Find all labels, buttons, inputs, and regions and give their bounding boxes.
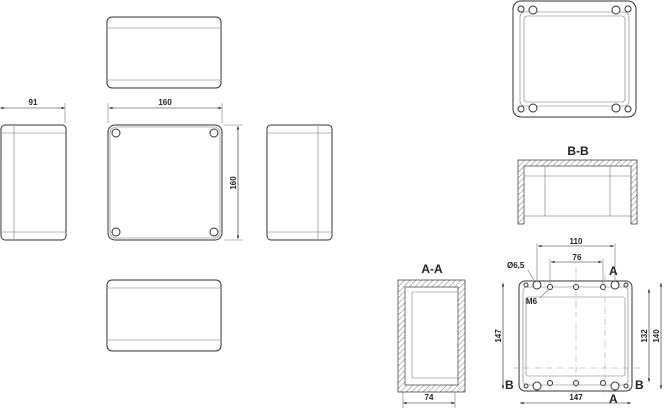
bottom-view	[106, 279, 222, 352]
section-marker-b-left: B	[505, 378, 514, 392]
section-marker-a-bottom: A	[609, 392, 618, 406]
section-bb-label: B-B	[567, 144, 589, 158]
right-side-view	[266, 124, 333, 241]
dim-front-height: 160	[229, 176, 238, 190]
section-aa: A-A 74	[397, 262, 466, 408]
dim-mount-outer: 110	[570, 237, 583, 246]
screw-icon	[111, 227, 121, 237]
base-plan-view	[512, 0, 637, 118]
screw-icon	[111, 128, 121, 138]
left-side-view: 91	[0, 98, 67, 241]
screw-icon	[209, 128, 219, 138]
thread-label: M6	[526, 297, 538, 306]
dim-plan-width: 147	[569, 393, 583, 402]
dim-plan-height: 147	[494, 329, 503, 343]
top-view	[106, 16, 222, 89]
hole-diameter-label: Ø6,5	[507, 261, 525, 270]
dim-inner-132: 132	[640, 329, 649, 343]
mount-holes	[523, 280, 629, 391]
mounting-plan-view: 110 76 Ø6,5 M6 147 132 140 147 A A B B	[494, 237, 663, 406]
section-bb: B-B	[517, 144, 638, 225]
section-marker-a-top: A	[609, 264, 618, 278]
dim-inner-140: 140	[652, 329, 661, 343]
screw-icon	[209, 227, 219, 237]
section-aa-label: A-A	[421, 262, 443, 276]
dim-side-depth: 91	[29, 98, 38, 107]
dim-mount-inner: 76	[573, 253, 582, 262]
section-marker-b-right: B	[635, 378, 644, 392]
dim-section-depth: 74	[425, 393, 434, 402]
dim-front-width: 160	[158, 98, 172, 107]
front-view: 160 160	[107, 98, 243, 241]
